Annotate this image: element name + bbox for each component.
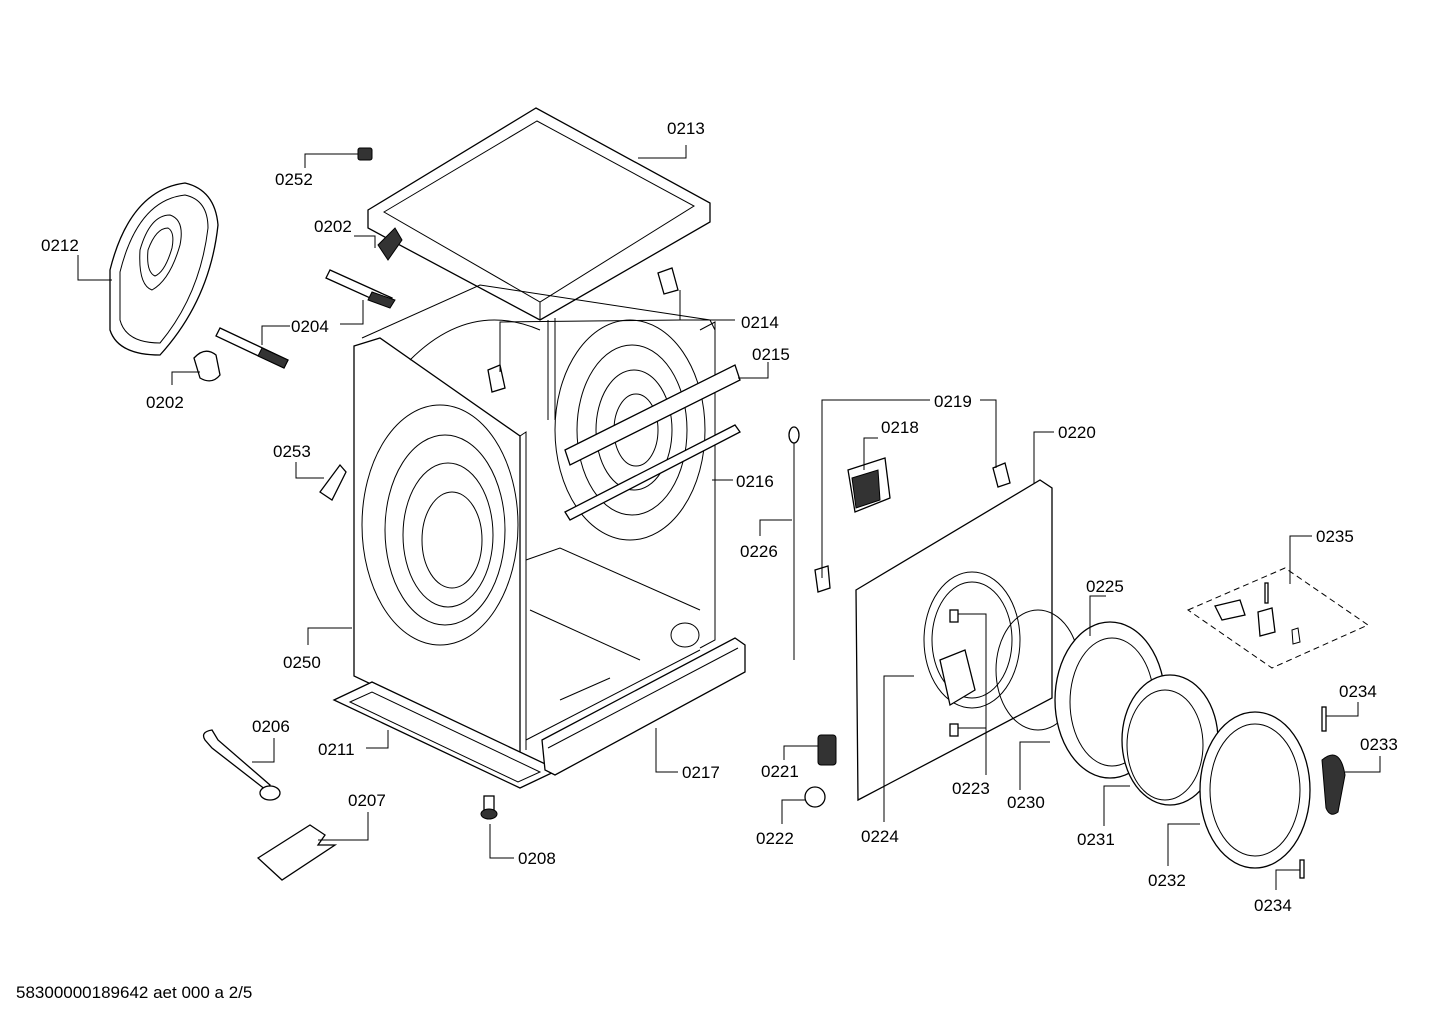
kick-panel-part: [541, 637, 746, 776]
kit-box-0235: [1186, 567, 1370, 669]
shock-absorber-0204-bottom: [215, 327, 289, 369]
cord-0226: [788, 426, 800, 660]
label-0207: 0207: [348, 791, 386, 810]
label-0221: 0221: [761, 762, 799, 781]
label-0233: 0233: [1360, 735, 1398, 754]
door-lock-0218: [847, 457, 891, 513]
label-0208: 0208: [518, 849, 556, 868]
cross-brace-parts: [564, 364, 741, 521]
bracket-0253: [319, 463, 347, 501]
label-0215: 0215: [752, 345, 790, 364]
label-0204: 0204: [291, 317, 329, 336]
grommet-0221: [817, 734, 837, 766]
label-0217: 0217: [682, 763, 720, 782]
label-0212: 0212: [41, 236, 79, 255]
label-0206: 0206: [252, 717, 290, 736]
counterweight-plate-part: [109, 182, 219, 356]
clip-0214: [487, 267, 679, 393]
label-0234-bottom: 0234: [1254, 896, 1292, 915]
wrench-tool-0206: [202, 729, 281, 801]
foot-screw-0208: [480, 795, 498, 820]
label-0214: 0214: [741, 313, 779, 332]
label-0213: 0213: [667, 119, 705, 138]
label-0226: 0226: [740, 542, 778, 561]
document-footer: 58300000189642 aet 000 a 2/5: [16, 983, 252, 1002]
label-0220: 0220: [1058, 423, 1096, 442]
front-panel-0220: [855, 479, 1053, 802]
label-0222: 0222: [756, 829, 794, 848]
handle-0233: [1321, 754, 1346, 815]
label-0232: 0232: [1148, 871, 1186, 890]
label-0211: 0211: [318, 740, 355, 759]
label-0235: 0235: [1316, 527, 1354, 546]
hinge-clip-0202-bottom: [193, 350, 221, 382]
screw-0252: [357, 147, 373, 161]
label-0223: 0223: [952, 779, 990, 798]
label-0250: 0250: [283, 653, 321, 672]
label-0230: 0230: [1007, 793, 1045, 812]
label-0224: 0224: [861, 827, 899, 846]
label-0225: 0225: [1086, 577, 1124, 596]
label-0219: 0219: [934, 392, 972, 411]
label-0202-top: 0202: [314, 217, 352, 236]
label-0252: 0252: [275, 170, 313, 189]
outer-ring-0232: [1199, 711, 1311, 869]
label-0234-top: 0234: [1339, 682, 1377, 701]
hinge-clip-0202-top: [377, 227, 403, 261]
top-cover-part: [367, 107, 711, 321]
clip-0219: [814, 462, 1011, 593]
label-0253: 0253: [273, 442, 311, 461]
label-0216: 0216: [736, 472, 774, 491]
label-0218: 0218: [881, 418, 919, 437]
grommet-0222: [804, 786, 826, 808]
pin-0234: [1299, 706, 1327, 879]
pin-0223: [949, 609, 959, 737]
leader-lines: [77, 145, 1381, 890]
shock-absorber-0204-top: [325, 269, 396, 309]
transit-bracket-0207: [256, 824, 338, 881]
label-0231: 0231: [1077, 830, 1115, 849]
label-0202-bottom: 0202: [146, 393, 184, 412]
cabinet-body-part: [353, 284, 716, 757]
